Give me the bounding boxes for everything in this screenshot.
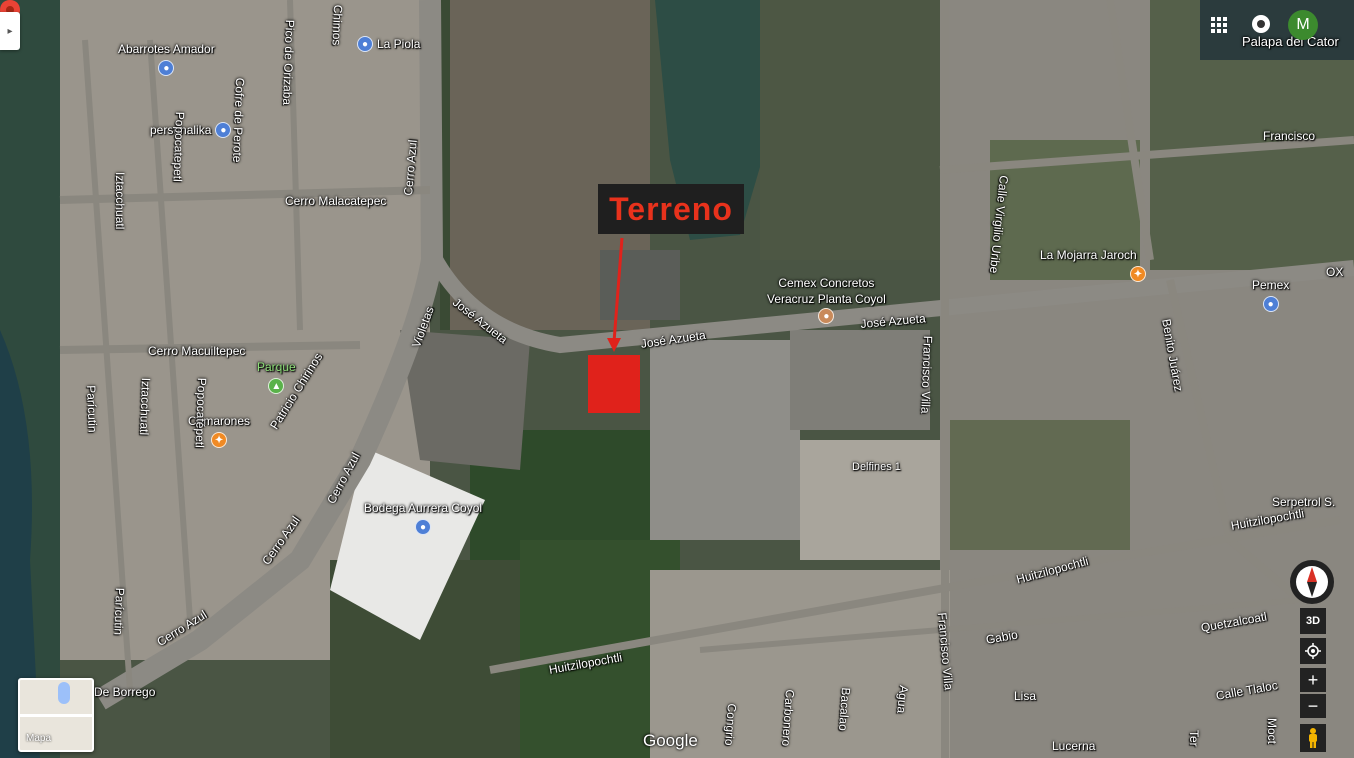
google-attribution: Google: [643, 731, 698, 750]
poi-personalika[interactable]: personalika ●: [150, 122, 232, 138]
street-label: Iztacchuatl: [137, 377, 153, 436]
restaurant-icon: ✦: [211, 432, 228, 448]
poi-pemex[interactable]: Pemex ●: [1252, 278, 1289, 312]
street-label: Lisa: [1014, 689, 1037, 703]
poi-label: personalika: [150, 123, 212, 137]
apps-grid-icon[interactable]: [1211, 17, 1227, 33]
street-label: Agua: [894, 684, 911, 714]
park-icon: ▲: [268, 378, 285, 394]
zoom-out-button[interactable]: −: [1300, 694, 1326, 718]
shopping-bag-icon: ●: [215, 122, 232, 138]
street-label: Lucerna: [1052, 739, 1096, 753]
poi-parque[interactable]: Parque ▲: [257, 360, 296, 394]
street-label: Bacalao: [836, 687, 853, 732]
avatar[interactable]: M: [1288, 10, 1318, 40]
street-label: Popocatépetl: [192, 377, 209, 449]
poi-serpetrol[interactable]: Serpetrol S.: [1272, 495, 1336, 509]
poi-cemex[interactable]: Cemex Concretos Veracruz Planta Coyol ●: [767, 276, 886, 324]
poi-palapa-del-cator[interactable]: Palapa del Cator: [1242, 34, 1339, 49]
poi-label: La Piola: [377, 37, 421, 51]
side-panel-toggle[interactable]: ▸: [0, 12, 20, 50]
poi-label-line1: Cemex Concretos: [778, 276, 875, 290]
poi-label: Bodega Aurrera Coyol: [364, 501, 483, 515]
poi-la-mojarra[interactable]: La Mojarra Jaroch: [1040, 248, 1137, 262]
restaurant-icon[interactable]: ✦: [1130, 266, 1146, 282]
poi-label: Camarones: [188, 414, 251, 428]
street-label: Congrio: [722, 703, 739, 746]
water-shape: [58, 682, 70, 704]
3d-toggle-button[interactable]: 3D: [1300, 608, 1326, 634]
street-label: Cofre de Perote: [230, 77, 247, 163]
zoom-in-button[interactable]: +: [1300, 668, 1326, 692]
street-label: Pico de Orizaba: [280, 19, 297, 106]
layer-label: Mapa: [26, 733, 52, 744]
street-label: Parícutin: [84, 384, 100, 433]
street-label: Chimos: [329, 4, 345, 46]
gas-station-icon: ●: [1262, 296, 1279, 312]
pegman-figure: [1309, 728, 1317, 748]
shopping-bag-icon: ●: [357, 36, 373, 52]
terreno-label: Terreno: [598, 184, 744, 234]
layer-switcher[interactable]: Mapa: [18, 678, 94, 752]
street-label: Cerro Macuiltepec: [148, 344, 246, 358]
my-location-button[interactable]: [1300, 638, 1326, 664]
compass-needle: [1296, 566, 1328, 598]
road-shape: [20, 714, 92, 717]
poi-label: Pemex: [1252, 278, 1290, 292]
street-label: Francisco: [1263, 129, 1316, 143]
street-label: Parícutin: [111, 587, 127, 636]
poi-label: Abarrotes Amador: [118, 42, 215, 56]
label-delfines: Delfines 1: [852, 461, 901, 473]
street-label: Francisco Villa: [918, 335, 935, 414]
pegman-icon[interactable]: [1300, 724, 1326, 752]
notifications-icon[interactable]: [1252, 15, 1270, 33]
poi-bodega-aurrera-coyol[interactable]: Bodega Aurrera Coyol ●: [364, 501, 482, 535]
poi-camarones[interactable]: Camarones ✦: [188, 414, 250, 448]
street-label: Moct: [1265, 718, 1279, 745]
street-label: Iztacchuatl: [113, 172, 127, 230]
crosshair-icon: [1305, 643, 1321, 659]
poi-label: La Mojarra Jaroch: [1040, 248, 1137, 262]
terreno-parcel: [588, 355, 640, 413]
poi-la-piola[interactable]: ● La Piola: [357, 36, 420, 52]
street-label: Popocatepetl: [170, 111, 187, 183]
street-label: Carbonero: [779, 689, 797, 747]
poi-abarrotes-amador[interactable]: Abarrotes Amador ●: [118, 42, 215, 76]
street-label: Ter: [1187, 730, 1201, 747]
compass-icon[interactable]: [1290, 560, 1334, 604]
shopping-bag-icon: ●: [158, 60, 175, 76]
street-label: De Borrego: [94, 685, 156, 699]
street-label: OX: [1326, 265, 1344, 279]
shopping-bag-icon: ●: [415, 519, 432, 535]
poi-label: Parque: [257, 360, 296, 374]
street-label: Cerro Malacatepec: [285, 194, 387, 208]
poi-label-line2: Veracruz Planta Coyol: [767, 292, 886, 306]
industry-icon: ●: [818, 308, 835, 324]
